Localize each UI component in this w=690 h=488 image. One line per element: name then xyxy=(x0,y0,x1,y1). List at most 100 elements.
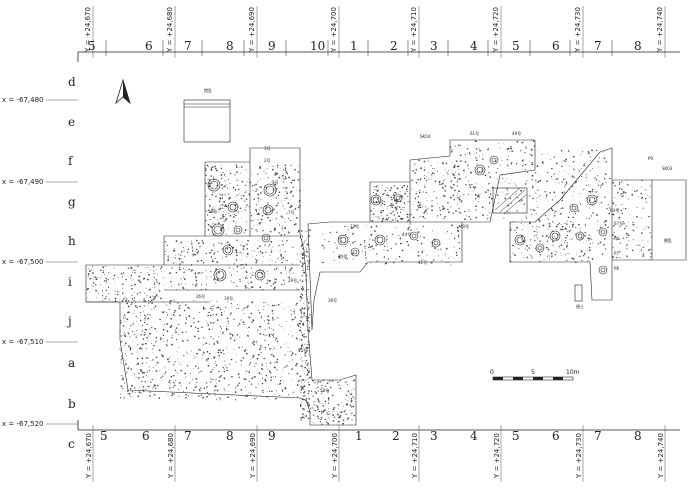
y-coord-top-6: Y = +24,730 xyxy=(574,7,582,53)
y-coord-top-1: Y = +24,680 xyxy=(166,7,174,53)
x-coord-1: x = -67,490 xyxy=(2,178,43,186)
feature-label-23: P8 xyxy=(614,266,619,271)
feature-label-27: 攪乱 xyxy=(664,237,672,243)
scale-tick-0: 0 xyxy=(490,369,494,376)
feature-label-8: 29号 xyxy=(288,277,297,283)
feature-stipple xyxy=(86,139,652,426)
feature-label-7: 26号 xyxy=(196,293,205,299)
top-column-8: 3 xyxy=(430,39,438,53)
x-coordinate-labels: x = -67,480 x = -67,490 x = -67,500 x = -67… xyxy=(2,96,78,428)
y-coord-bottom-5: Y = +24,720 xyxy=(493,433,501,479)
feature-label-25: SK03 xyxy=(662,166,673,171)
feature-label-28: 焼土 xyxy=(576,303,584,309)
feature-label-14: 44号 xyxy=(402,231,411,237)
y-coord-bottom-0: Y = +24,670 xyxy=(85,433,93,479)
feature-label-5: 16号 xyxy=(208,208,217,214)
feature-label-3: 3号 xyxy=(272,179,279,185)
y-coord-bottom-1: Y = +24,680 xyxy=(167,433,175,479)
x-coord-3: x = -67,510 xyxy=(2,338,43,346)
feature-label-21: P6 xyxy=(614,236,619,241)
y-coord-top-2: Y = +24,690 xyxy=(248,7,256,53)
bottom-column-3: 8 xyxy=(226,429,234,443)
feature-label-4: 7号 xyxy=(288,209,295,215)
feature-label-1: 1号 xyxy=(264,145,271,151)
bottom-column-10: 6 xyxy=(552,429,560,443)
central-trench-outline xyxy=(307,139,536,331)
bottom-column-1: 6 xyxy=(142,429,150,443)
feature-label-0: 撹乱 xyxy=(204,87,212,93)
y-coord-bottom-4: Y = +24,710 xyxy=(411,433,419,479)
y-coord-bottom-2: Y = +24,690 xyxy=(249,433,257,479)
top-column-6: 1 xyxy=(350,39,358,53)
pits xyxy=(207,155,608,282)
scale-bar: 0 5 10m xyxy=(490,369,580,381)
scale-tick-10m: 10m xyxy=(566,369,580,376)
y-coordinate-labels-bottom: Y = +24,670 Y = +24,680 Y = +24,690 Y = +24… xyxy=(85,425,666,482)
row-2: f xyxy=(68,154,74,168)
top-column-1: 6 xyxy=(145,39,153,53)
bottom-column-7: 3 xyxy=(430,429,438,443)
y-coordinate-labels-top: Y = +24,670 Y = +24,680 Y = +24,690 Y = +24… xyxy=(84,6,666,58)
feature-label-24: P9 xyxy=(648,156,653,161)
row-5: i xyxy=(68,275,72,289)
feature-label-16: 55号 xyxy=(298,347,307,353)
feature-label-12: 40号 xyxy=(460,223,469,229)
bottom-column-9: 5 xyxy=(512,429,520,443)
feature-label-6: 19号 xyxy=(224,295,233,301)
top-column-12: 7 xyxy=(594,39,602,53)
top-column-9: 4 xyxy=(470,39,478,53)
top-column-10: 5 xyxy=(512,39,520,53)
feature-label-2: 2号 xyxy=(264,157,271,163)
y-coord-top-5: Y = +24,720 xyxy=(492,7,500,53)
feature-label-22: P7 xyxy=(614,251,619,256)
bottom-column-5: 1 xyxy=(355,429,363,443)
row-8: b xyxy=(68,397,76,411)
top-column-11: 6 xyxy=(552,39,560,53)
feature-label-19: 64号 xyxy=(610,207,619,213)
y-coord-top-3: Y = +24,700 xyxy=(330,7,338,53)
top-column-4: 9 xyxy=(268,39,276,53)
feature-label-20: 67号 xyxy=(614,220,623,226)
isolated-trench xyxy=(183,99,231,143)
bottom-column-11: 7 xyxy=(594,429,602,443)
y-coord-bottom-3: Y = +24,700 xyxy=(331,433,339,479)
row-9: c xyxy=(68,437,75,451)
feature-label-11: 36号 xyxy=(328,297,337,303)
west-block-outline xyxy=(85,147,357,426)
hatched-box xyxy=(492,187,528,214)
feature-labels: 撹乱1号2号3号7号16号19号26号29号32号34号36号40号41号44号… xyxy=(196,87,673,393)
feature-label-13: 41号 xyxy=(418,259,427,265)
feature-label-26: SK04 xyxy=(420,134,431,139)
scale-tick-5: 5 xyxy=(531,369,535,376)
row-6: j xyxy=(66,314,72,328)
top-column-5: 10 xyxy=(310,39,325,53)
x-coord-4: x = -67,520 xyxy=(2,420,43,428)
top-column-13: 8 xyxy=(634,39,642,53)
row-0: d xyxy=(68,75,76,89)
bottom-column-8: 4 xyxy=(470,429,478,443)
north-arrow-icon xyxy=(115,78,131,105)
top-column-7: 2 xyxy=(390,39,398,53)
feature-label-18: 61号 xyxy=(470,130,479,136)
y-coord-bottom-7: Y = +24,740 xyxy=(657,433,665,479)
y-coord-top-0: Y = +24,670 xyxy=(84,7,92,53)
row-7: a xyxy=(68,356,75,370)
top-column-0: 5 xyxy=(88,39,96,53)
y-coord-bottom-6: Y = +24,730 xyxy=(575,433,583,479)
x-coord-2: x = -67,500 xyxy=(2,258,43,266)
feature-label-17: 58号 xyxy=(320,387,329,393)
excavation-areas xyxy=(85,99,687,426)
grid-frame xyxy=(77,51,680,431)
bottom-column-0: 5 xyxy=(100,429,108,443)
y-coord-top-7: Y = +24,740 xyxy=(656,7,664,53)
x-coord-0: x = -67,480 xyxy=(2,96,43,104)
bottom-column-4: 9 xyxy=(268,429,276,443)
feature-label-15: 49号 xyxy=(512,130,521,136)
row-1: e xyxy=(68,115,75,129)
feature-label-10: 34号 xyxy=(338,253,347,259)
small-box xyxy=(574,284,583,302)
